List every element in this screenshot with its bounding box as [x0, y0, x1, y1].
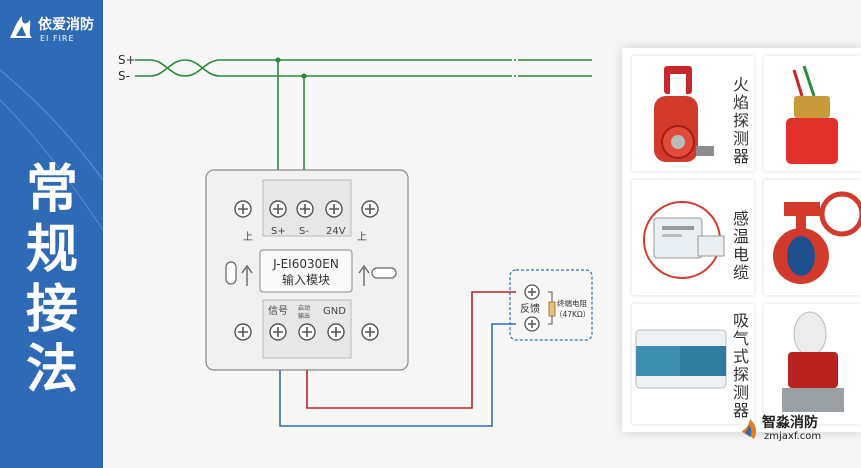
- butterfly-valve-image: [773, 191, 861, 284]
- brand-name: 智淼消防: [762, 415, 818, 431]
- sidebar: 依爱消防 EI FIRE 常 规 接 法: [0, 0, 103, 468]
- junction-dot: [275, 57, 281, 63]
- mount-slot-left: [225, 261, 237, 285]
- title-char: 常: [25, 160, 78, 220]
- terminal-small-label-start: 启动: [298, 304, 310, 312]
- wiring-diagram: S+ S- S+ S- 24V 上 上 J-EI6030EN 输入模块 信号: [118, 53, 593, 427]
- module-model: J-EI6030EN: [272, 257, 339, 271]
- title-char: 规: [25, 220, 78, 280]
- up-label-left: 上: [243, 231, 253, 243]
- eol-box: [509, 269, 593, 341]
- module-name: 输入模块: [282, 272, 330, 287]
- title-char: 法: [25, 340, 78, 400]
- eol-terminal-label: 反馈: [520, 302, 540, 315]
- product-card-manual-station: [764, 304, 861, 424]
- brand-url: zmjaxf.com: [764, 431, 822, 442]
- logo-name-cn: 依爱消防: [38, 17, 94, 33]
- junction-dot: [301, 73, 307, 79]
- sidebar-decoration: [0, 69, 103, 231]
- product-label-aspirating-detector: 吸气式探测器: [732, 311, 749, 420]
- resistor-icon: [548, 301, 556, 317]
- valve-image: [786, 65, 838, 164]
- product-card-butterfly-valve: [764, 180, 861, 295]
- product-card-heat-cable: 感温电缆: [632, 180, 754, 295]
- product-card-valve: [764, 56, 861, 171]
- module-label-box: [259, 249, 353, 293]
- blue-wire: [279, 323, 516, 427]
- bottom-screws: [234, 323, 379, 341]
- bus-label-s-minus: S-: [118, 69, 130, 83]
- flame-detector-image: [654, 66, 714, 162]
- logo-icon: [10, 16, 32, 38]
- manual-station-image: [782, 311, 844, 412]
- page-title: 常 规 接 法: [16, 160, 88, 400]
- logo-name-en: EI FIRE: [40, 34, 75, 43]
- eol-screw-bottom: [524, 316, 540, 332]
- mount-slot-right: [371, 267, 397, 279]
- resistor-value: （47KΩ）: [555, 310, 590, 319]
- resistor-leads: [548, 291, 553, 325]
- resistor-label: 终端电阻: [557, 298, 587, 308]
- terminal-label-signal: 信号: [268, 305, 288, 317]
- product-label-heat-cable: 感温电缆: [732, 209, 749, 282]
- heat-cable-image: [643, 201, 725, 279]
- terminal-label-gnd: GND: [323, 306, 346, 317]
- product-card-flame-detector: 火焰探测器: [632, 56, 754, 171]
- brand-watermark: 智淼消防 zmjaxf.com: [738, 411, 858, 451]
- terminal-label-s-plus: S+: [271, 226, 286, 237]
- terminal-label-24v: 24V: [326, 226, 346, 237]
- red-wire: [306, 291, 516, 409]
- product-card-aspirating-detector: 吸气式探测器: [632, 304, 754, 424]
- up-arrow-right-icon: [358, 264, 370, 286]
- terminal-small-label-output: 输出: [298, 312, 310, 320]
- up-arrow-left-icon: [241, 264, 253, 286]
- bus-label-s-plus: S+: [118, 53, 136, 67]
- product-label-flame-detector: 火焰探测器: [732, 75, 749, 166]
- eol-screw-top: [524, 284, 540, 300]
- title-char: 接: [25, 280, 78, 340]
- logo: 依爱消防 EI FIRE: [6, 12, 101, 46]
- top-screws: [234, 200, 379, 218]
- terminal-label-s-minus: S-: [299, 226, 309, 237]
- up-label-right: 上: [357, 231, 367, 243]
- aspirating-detector-image: [635, 329, 727, 389]
- brand-logo-icon: [742, 419, 757, 439]
